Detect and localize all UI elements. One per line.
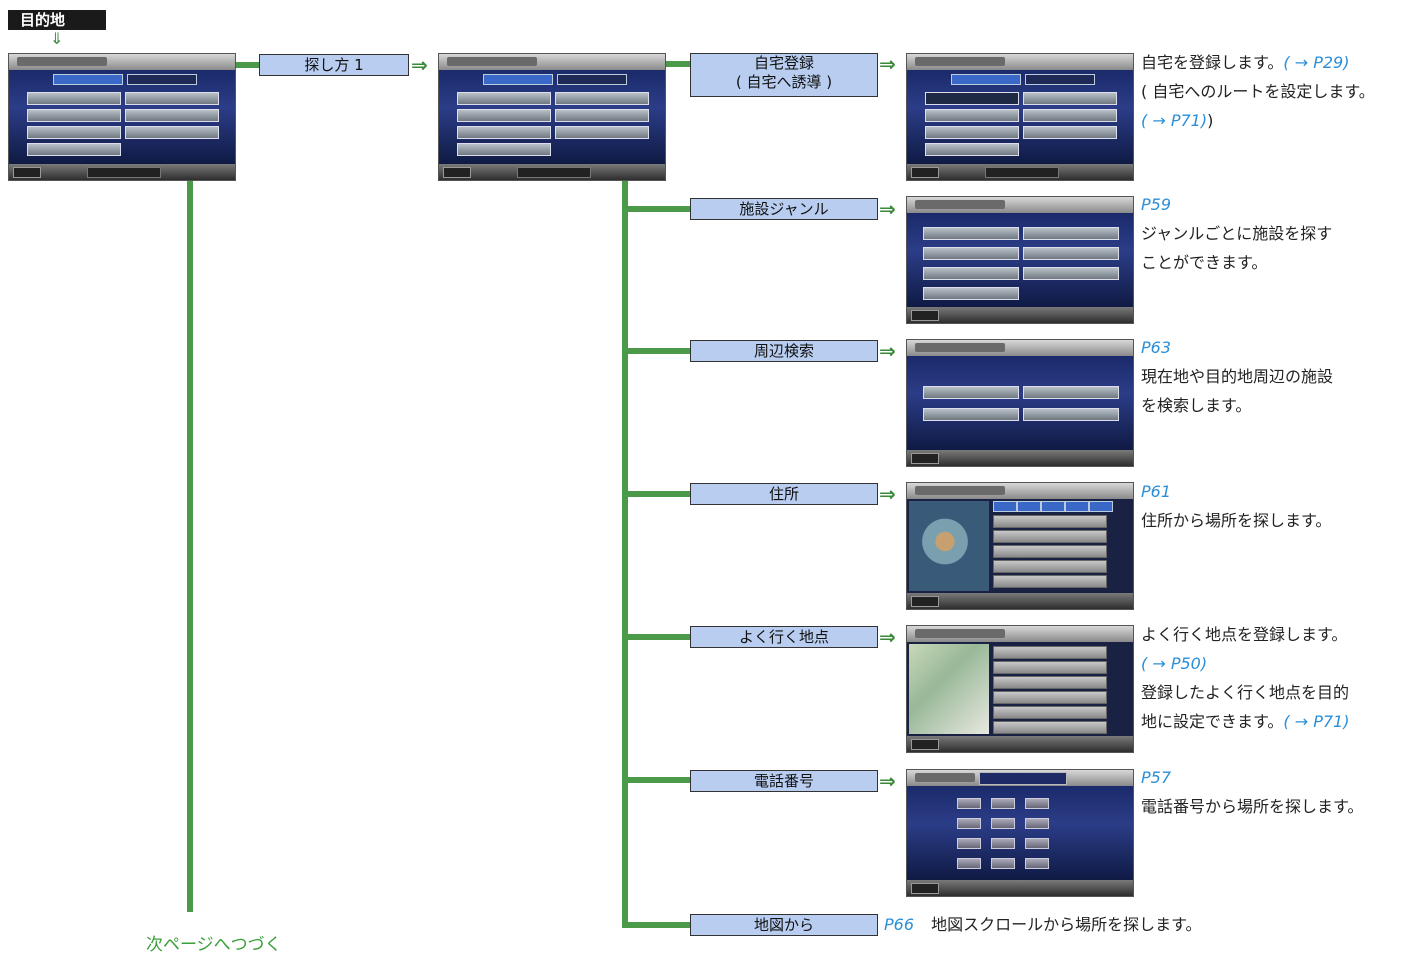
desc-text: を検索します。	[1141, 396, 1252, 415]
desc-text: 地に設定できます。	[1141, 712, 1284, 731]
desc-text: 電話番号から場所を探します。	[1141, 797, 1364, 816]
screen-thumbnail-address	[906, 482, 1134, 610]
label-home-line2: ( 自宅へ誘導 )	[735, 73, 833, 91]
desc-text: ジャンルごとに施設を探す	[1141, 224, 1333, 243]
desc-map: P66 地図スクロールから場所を探します。	[884, 910, 1202, 939]
page-ref-link[interactable]: P61	[1141, 482, 1172, 501]
page-title: 目的地	[8, 10, 106, 30]
screen-thumbnail-genre	[906, 196, 1134, 324]
screen-thumbnail-phone	[906, 769, 1134, 897]
label-method1: 探し方 1	[259, 54, 409, 76]
page-ref-link[interactable]: ( → P29)	[1283, 53, 1350, 72]
desc-text: ことができます。	[1141, 253, 1268, 272]
down-arrow-icon: ⇓	[50, 29, 64, 48]
page-ref-link[interactable]: ( → P71)	[1283, 712, 1350, 731]
desc-text: 地図スクロールから場所を探します。	[931, 915, 1202, 934]
desc-text: 現在地や目的地周辺の施設	[1141, 367, 1334, 386]
label-genre: 施設ジャンル	[690, 198, 878, 220]
screen-thumbnail-method1	[438, 53, 666, 181]
connector-line	[235, 62, 259, 68]
page-ref-link[interactable]: ( → P50)	[1141, 654, 1208, 673]
desc-genre: P59 ジャンルごとに施設を探す ことができます。	[1141, 190, 1332, 277]
page-ref-link[interactable]: ( → P71)	[1141, 111, 1208, 130]
connector-line	[622, 634, 690, 640]
right-arrow-icon: ⇒	[879, 197, 896, 221]
desc-text: よく行く地点を登録します。	[1141, 625, 1348, 644]
label-map: 地図から	[690, 914, 878, 936]
connector-line	[666, 61, 690, 67]
desc-text: ( 自宅へのルートを設定します。	[1141, 82, 1375, 101]
page-ref-link[interactable]: P59	[1141, 195, 1172, 214]
connector-line	[622, 491, 690, 497]
desc-frequent: よく行く地点を登録します。 ( → P50) 登録したよく行く地点を目的 地に設…	[1141, 620, 1349, 736]
connector-line	[187, 180, 193, 912]
desc-text: )	[1207, 111, 1214, 130]
screen-thumbnail-destination	[8, 53, 236, 181]
page-ref-link[interactable]: P57	[1141, 768, 1172, 787]
page-ref-link[interactable]: P66	[884, 915, 915, 934]
desc-phone: P57 電話番号から場所を探します。	[1141, 763, 1363, 821]
desc-text: 自宅を登録します。	[1141, 53, 1284, 72]
screen-thumbnail-home	[906, 53, 1134, 181]
label-nearby: 周辺検索	[690, 340, 878, 362]
connector-line	[622, 777, 690, 783]
desc-home: 自宅を登録します。( → P29) ( 自宅へのルートを設定します。 ( → P…	[1141, 48, 1375, 135]
page-ref-link[interactable]: P63	[1141, 338, 1172, 357]
right-arrow-icon: ⇒	[879, 339, 896, 363]
label-home-line1: 自宅登録	[753, 54, 814, 72]
right-arrow-icon: ⇒	[879, 769, 896, 793]
connector-line	[622, 206, 690, 212]
connector-line	[622, 180, 628, 928]
screen-thumbnail-frequent	[906, 625, 1134, 753]
connector-line	[622, 348, 690, 354]
label-address: 住所	[690, 483, 878, 505]
label-home: 自宅登録 ( 自宅へ誘導 )	[690, 53, 878, 97]
desc-text: 住所から場所を探します。	[1141, 511, 1332, 530]
desc-text: 登録したよく行く地点を目的	[1141, 683, 1350, 702]
label-frequent: よく行く地点	[690, 626, 878, 648]
screen-thumbnail-nearby	[906, 339, 1134, 467]
right-arrow-icon: ⇒	[879, 625, 896, 649]
desc-nearby: P63 現在地や目的地周辺の施設 を検索します。	[1141, 333, 1333, 420]
connector-line	[622, 922, 690, 928]
right-arrow-icon: ⇒	[879, 482, 896, 506]
right-arrow-icon: ⇒	[411, 53, 428, 77]
continue-next-page: 次ページへつづく	[146, 935, 282, 955]
label-phone: 電話番号	[690, 770, 878, 792]
right-arrow-icon: ⇒	[879, 52, 896, 76]
desc-address: P61 住所から場所を探します。	[1141, 477, 1331, 535]
